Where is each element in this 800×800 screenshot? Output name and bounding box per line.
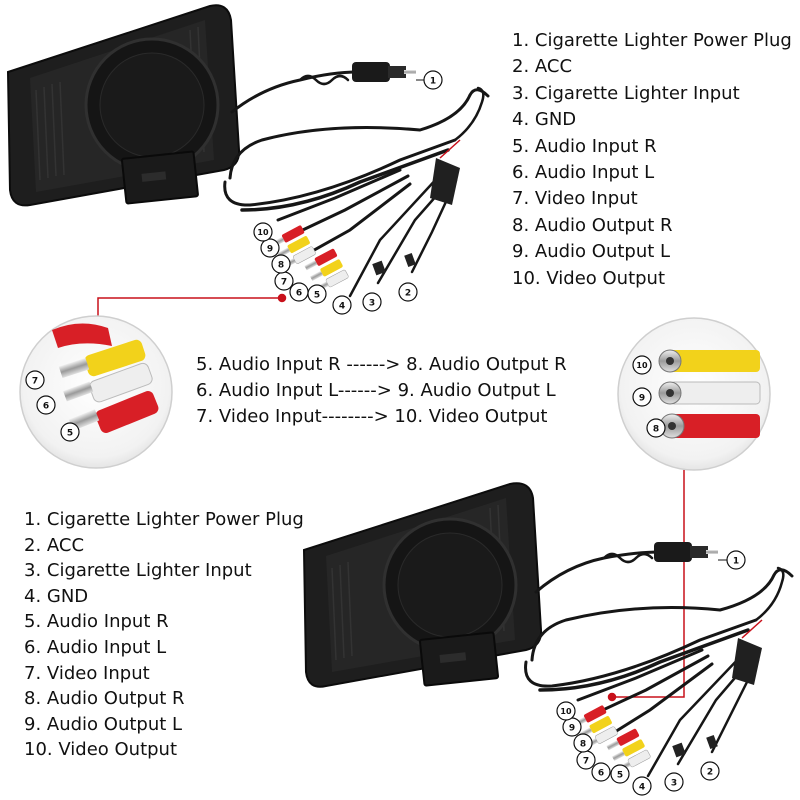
legend-top-item: 1. Cigarette Lighter Power Plug: [512, 30, 792, 51]
bottom-callout-2: 2: [700, 761, 720, 781]
legend-top-item: 4. GND: [512, 109, 577, 131]
top-callout-5: 5: [307, 284, 327, 304]
top-red-wire: [439, 139, 461, 159]
bottom-callout-6: 6: [591, 762, 611, 782]
top-headrest-monitor: [6, 4, 241, 207]
legend-bottom-item: 2. ACC: [24, 534, 85, 556]
legend-bottom-item: 5. Audio Input R: [24, 611, 169, 633]
bottom-leader-line: [607, 470, 685, 702]
top-callout-1: 1: [423, 70, 443, 90]
svg-text:8: 8: [278, 261, 284, 271]
bottom-rca-connectors: [573, 705, 718, 772]
top-callouts: 1 2 3 4 5 6 7 8 9 10: [253, 70, 443, 315]
svg-text:1: 1: [430, 77, 436, 87]
legend-top-item: 5. Audio Input R: [512, 135, 657, 157]
svg-text:9: 9: [267, 245, 273, 255]
zoom-left-callout-6: 6: [36, 395, 56, 415]
svg-text:1: 1: [733, 557, 739, 567]
top-callout-6: 6: [289, 282, 309, 302]
top-callout-2: 2: [398, 282, 418, 302]
legend-top: 1. Cigarette Lighter Power Plug 2. ACC 3…: [512, 28, 792, 292]
legend-bottom-item: 4. GND: [24, 585, 89, 607]
svg-text:6: 6: [43, 402, 49, 412]
top-callout-9: 9: [260, 238, 280, 258]
bottom-callout-5: 5: [610, 764, 630, 784]
legend-top-item: 8. Audio Output R: [512, 214, 673, 236]
bottom-callout-1: 1: [726, 550, 746, 570]
legend-bottom-item: 10. Video Output: [24, 739, 178, 761]
top-callout-8: 8: [271, 254, 291, 274]
svg-text:9: 9: [639, 394, 645, 404]
legend-top-item: 7. Video Input: [512, 188, 638, 210]
svg-text:8: 8: [580, 740, 586, 750]
legend-bottom-item: 1. Cigarette Lighter Power Plug: [24, 509, 304, 530]
top-callout-4: 4: [332, 295, 352, 315]
mapping-row: 5. Audio Input R ------> 8. Audio Output…: [196, 354, 567, 375]
legend-top-item: 2. ACC: [512, 56, 573, 78]
svg-text:7: 7: [32, 377, 38, 387]
top-inline-fuse: [430, 158, 460, 205]
legend-top-item: 9. Audio Output L: [512, 241, 671, 263]
top-callout-10: 10: [253, 222, 273, 242]
top-cable-harness: [223, 70, 490, 298]
svg-text:5: 5: [67, 429, 73, 439]
svg-text:6: 6: [598, 769, 604, 779]
legend-bottom-item: 7. Video Input: [24, 662, 150, 684]
signal-mapping: 5. Audio Input R ------> 8. Audio Output…: [196, 352, 567, 430]
mapping-row: 7. Video Input--------> 10. Video Output: [196, 406, 548, 427]
legend-bottom-item: 3. Cigarette Lighter Input: [24, 560, 252, 582]
svg-text:5: 5: [314, 291, 320, 301]
zoom-right-callout-8: 8: [646, 418, 666, 438]
bottom-red-wire: [741, 619, 763, 639]
bottom-callout-10: 10: [556, 701, 576, 721]
bottom-callout-9: 9: [562, 717, 582, 737]
bottom-callout-4: 4: [632, 776, 652, 796]
legend-top-item: 10. Video Output: [512, 267, 666, 289]
svg-text:9: 9: [569, 724, 575, 734]
mapping-row: 6. Audio Input L------> 9. Audio Output …: [196, 380, 556, 401]
svg-text:6: 6: [296, 289, 302, 299]
svg-text:10: 10: [636, 361, 648, 370]
top-leader-line: [97, 293, 287, 322]
legend-bottom: 1. Cigarette Lighter Power Plug 2. ACC 3…: [24, 507, 304, 763]
zoom-circle-outputs: 10 9 8: [617, 317, 771, 471]
svg-text:7: 7: [583, 757, 589, 767]
top-callout-3: 3: [362, 292, 382, 312]
bottom-callout-3: 3: [664, 772, 684, 792]
bottom-cigarette-plug: [654, 542, 718, 562]
zoom-left-callout-5: 5: [60, 422, 80, 442]
svg-text:7: 7: [281, 278, 287, 288]
legend-bottom-item: 9. Audio Output L: [24, 713, 183, 735]
svg-text:8: 8: [653, 425, 659, 435]
svg-text:4: 4: [339, 302, 345, 312]
bottom-headrest-monitor: [302, 482, 543, 688]
svg-text:10: 10: [257, 228, 269, 237]
legend-top-item: 6. Audio Input L: [512, 162, 655, 184]
legend-bottom-item: 6. Audio Input L: [24, 636, 167, 658]
top-cigarette-plug: [352, 62, 416, 82]
legend-top-item: 3. Cigarette Lighter Input: [512, 82, 740, 104]
bottom-callouts: 1 2 3 4 5 6 7 8 9 10: [556, 550, 746, 796]
zoom-right-callout-9: 9: [632, 387, 652, 407]
svg-text:10: 10: [560, 707, 572, 716]
bottom-callout-7: 7: [576, 750, 596, 770]
svg-text:2: 2: [405, 289, 411, 299]
zoom-circle-inputs: 7 6 5: [19, 315, 173, 469]
svg-text:2: 2: [707, 768, 713, 778]
zoom-left-callout-7: 7: [25, 370, 45, 390]
bottom-inline-fuse: [732, 638, 762, 685]
svg-text:3: 3: [369, 299, 375, 309]
svg-text:5: 5: [617, 771, 623, 781]
svg-text:4: 4: [639, 783, 645, 793]
legend-bottom-item: 8. Audio Output R: [24, 688, 185, 710]
svg-text:3: 3: [671, 779, 677, 789]
bottom-callout-8: 8: [573, 733, 593, 753]
top-callout-7: 7: [274, 271, 294, 291]
zoom-right-callout-10: 10: [632, 355, 652, 375]
